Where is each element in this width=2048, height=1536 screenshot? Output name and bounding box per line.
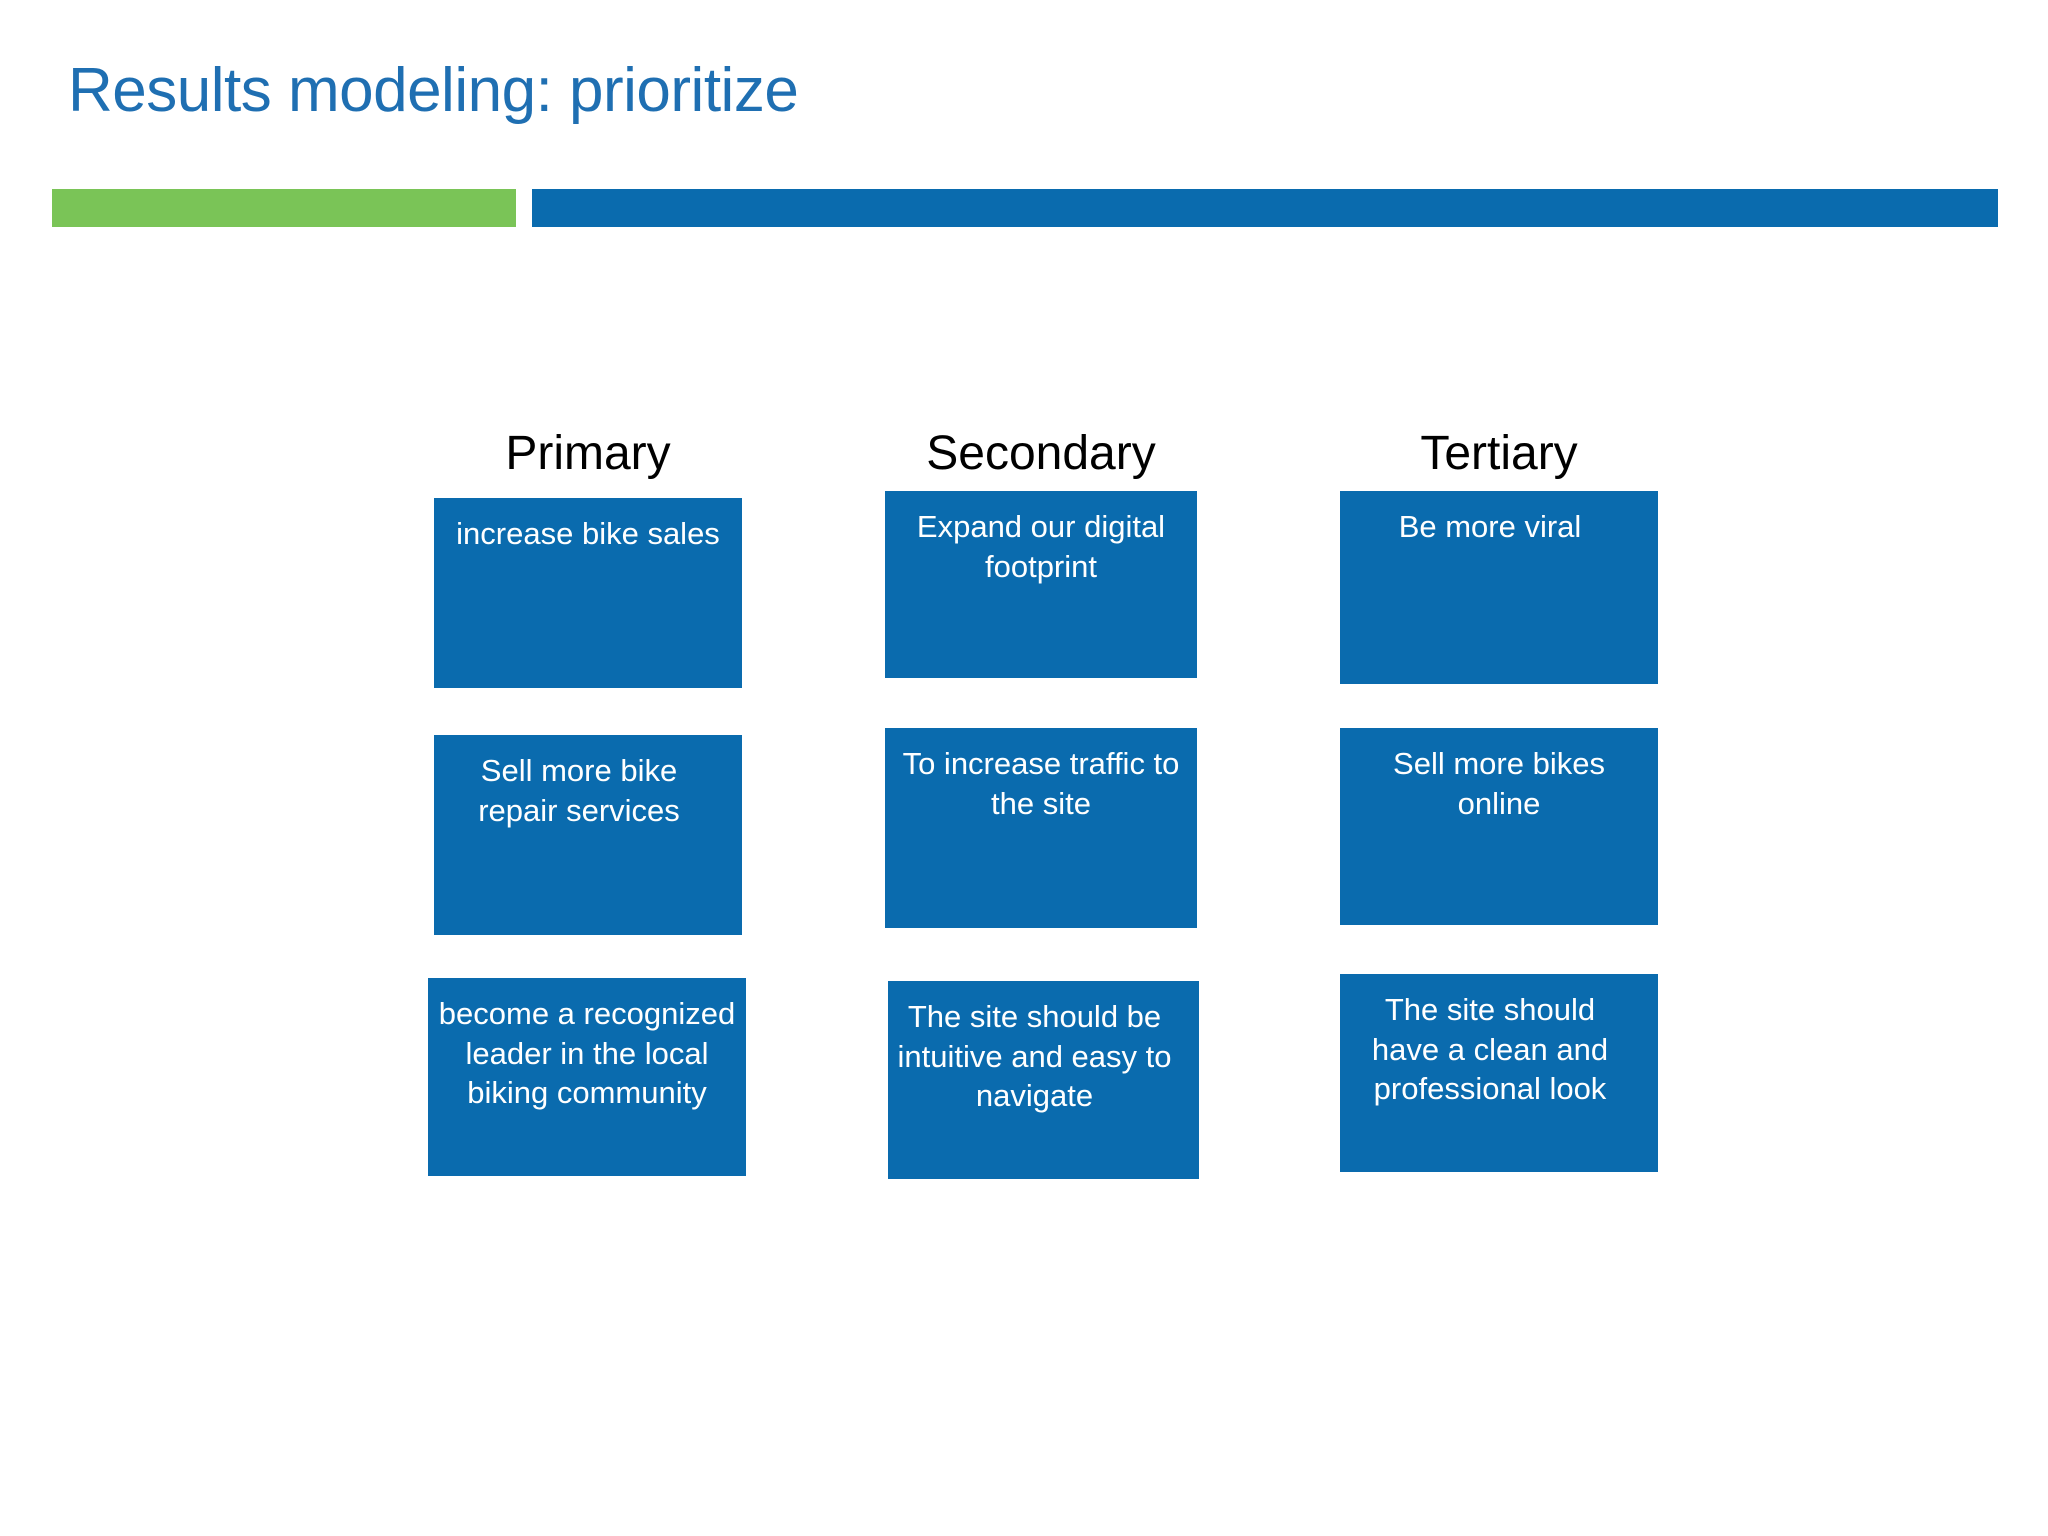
title-rule-green	[52, 189, 516, 227]
priority-card-tertiary-2[interactable]: Sell more bikes online	[1340, 728, 1658, 925]
priority-card-primary-3[interactable]: become a recognized leader in the local …	[428, 978, 746, 1176]
column-header-primary: Primary	[505, 427, 671, 480]
priority-card-primary-2[interactable]: Sell more bike repair services	[434, 735, 742, 935]
priority-card-secondary-2[interactable]: To increase traffic to the site	[885, 728, 1197, 928]
column-header-secondary: Secondary	[926, 427, 1156, 480]
priority-card-primary-1[interactable]: increase bike sales	[434, 498, 742, 688]
priority-card-secondary-3[interactable]: The site should be intuitive and easy to…	[888, 981, 1199, 1179]
priority-card-secondary-1[interactable]: Expand our digital footprint	[885, 491, 1197, 678]
column-header-tertiary: Tertiary	[1420, 427, 1578, 480]
priority-card-tertiary-1[interactable]: Be more viral	[1340, 491, 1658, 684]
priority-card-tertiary-3[interactable]: The site should have a clean and profess…	[1340, 974, 1658, 1172]
title-rule-blue	[532, 189, 1998, 227]
page-title: Results modeling: prioritize	[68, 56, 799, 125]
